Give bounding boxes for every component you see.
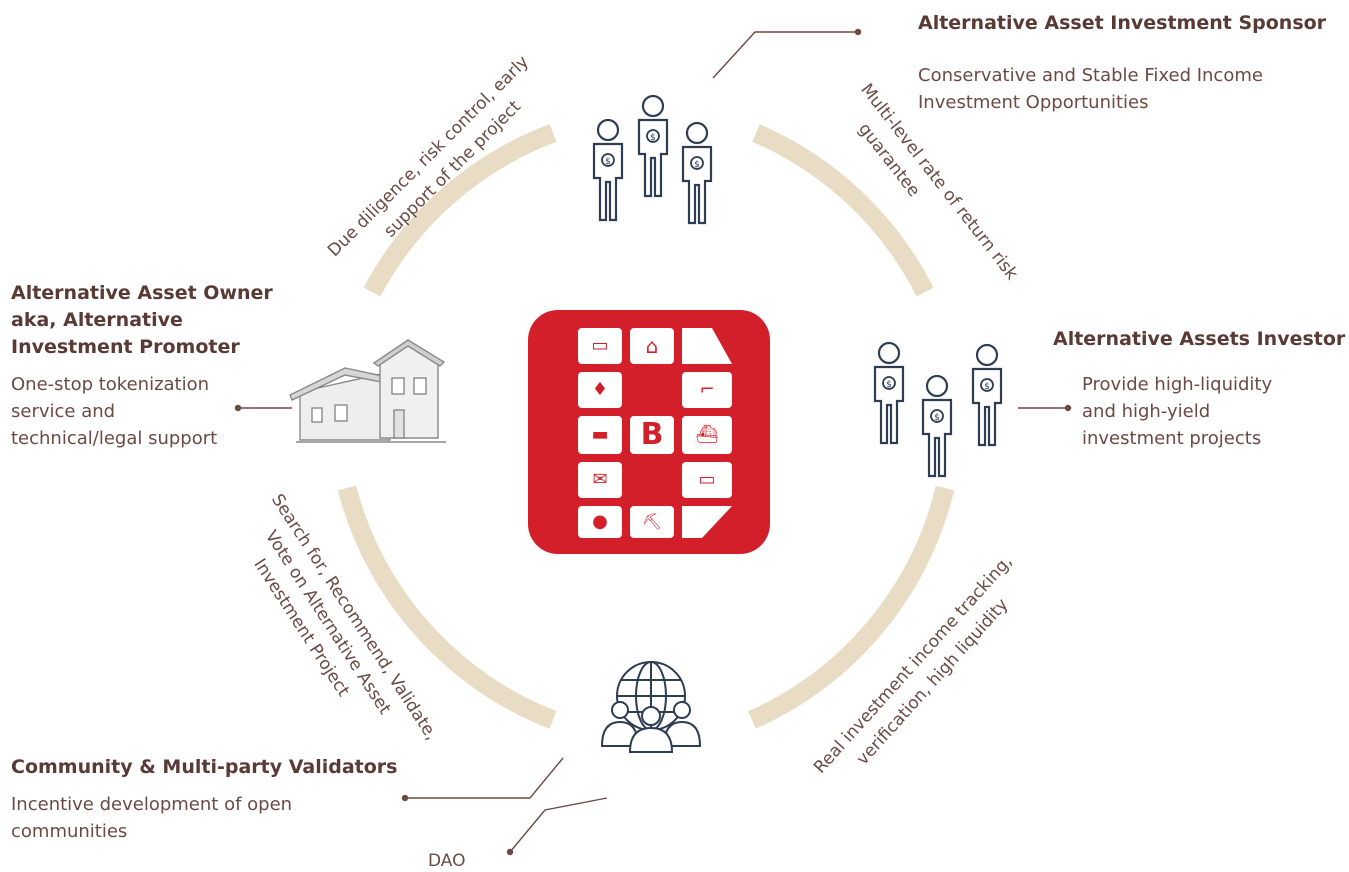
investor-description: Provide high-liquidity and high-yield in… [1082, 374, 1273, 449]
arc-label-bottom-right-line1: Real investment income tracking, [810, 552, 1016, 778]
ring-arc-top-right [752, 124, 934, 297]
logo-tile-grid: ▭ ⌂ ♦ ⌐ ▬ B ⛴ ✉ ▭ ● ⛏ [574, 326, 734, 538]
ring-arc-top-left [363, 124, 557, 297]
community-globe-icon [600, 661, 702, 753]
dao-label: DAO [428, 851, 466, 871]
community-description: Incentive development of open communitie… [11, 794, 293, 842]
chair-icon: ⌐ [682, 372, 732, 408]
oil-pump-icon: ⛏ [630, 506, 674, 538]
ship-icon: ⛴ [682, 416, 732, 454]
sponsor-connector [712, 31, 858, 79]
investor-title: Alternative Assets Investor [1053, 328, 1346, 350]
diamond-icon: ♦ [578, 372, 622, 408]
community-title: Community & Multi-party Validators [11, 756, 398, 778]
arc-label-top-right-line1: Multi-level rate of return risk [856, 80, 1021, 284]
arc-label-top-left-line1: Due diligence, risk control, early [324, 52, 533, 261]
house-icon [289, 339, 446, 443]
community-connector [405, 757, 564, 799]
logo-letter: B [640, 417, 664, 452]
center-logo: ▭ ⌂ ♦ ⌐ ▬ B ⛴ ✉ ▭ ● ⛏ [528, 310, 770, 554]
dao-connector [509, 797, 608, 853]
owner-description: One-stop tokenization service and techni… [11, 374, 218, 449]
document-icon: ✉ [578, 462, 622, 498]
ring-arc-bottom-left [337, 485, 557, 729]
disc-icon: ● [578, 506, 622, 538]
house-tile-icon: ⌂ [630, 328, 674, 364]
sponsor-title: Alternative Asset Investment Sponsor [918, 12, 1327, 34]
car-icon: ▬ [578, 416, 622, 454]
image-icon: ▭ [578, 328, 622, 364]
owner-title: Alternative Asset Owner aka, Alternative… [11, 282, 273, 358]
sponsor-description: Conservative and Stable Fixed Income Inv… [918, 65, 1263, 113]
arc-label-bottom-right-line2: verification, high liquidity [853, 595, 1013, 769]
laptop-icon: ▭ [682, 462, 732, 498]
logo-letter-tile: B [630, 416, 674, 454]
ring [337, 124, 955, 729]
arc-label-bottom-left-line2: Vote on Alternative Asset [261, 527, 395, 718]
ring-arc-bottom-right [748, 485, 955, 729]
